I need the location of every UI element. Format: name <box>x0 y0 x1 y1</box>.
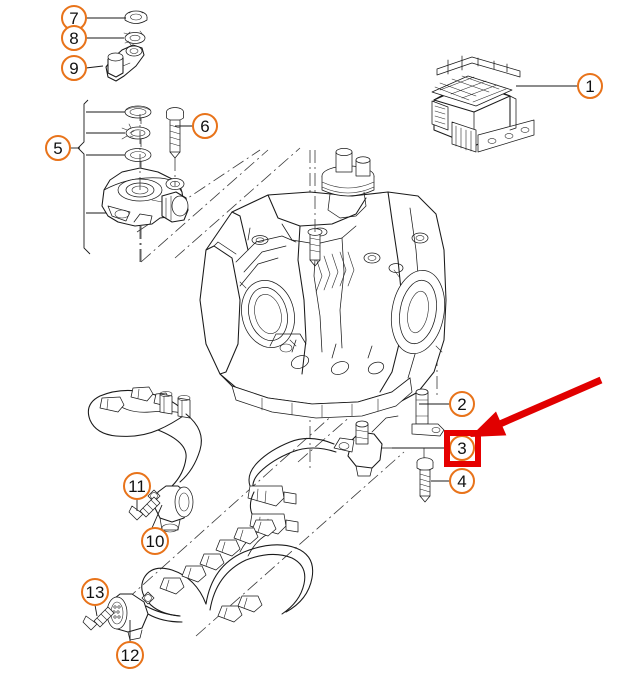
multifunction-switch-assembly <box>77 99 189 262</box>
selector-lever-part <box>105 44 145 82</box>
callout-1[interactable]: 1 <box>577 73 603 99</box>
lock-washer-part <box>123 30 146 46</box>
sensor-fixing-bolt <box>128 496 161 521</box>
leader-line-13 <box>94 604 98 617</box>
callout-circle-8 <box>61 25 87 51</box>
callout-number-2: 2 <box>457 395 466 414</box>
callout-circle-2 <box>449 391 475 417</box>
callout-number-7: 7 <box>69 9 78 28</box>
callout-number-1: 1 <box>585 77 594 96</box>
callout-circle-5 <box>45 135 71 161</box>
callout-8[interactable]: 8 <box>61 25 87 51</box>
callout-circle-1 <box>577 73 603 99</box>
callout-3[interactable]: 3 <box>449 435 475 461</box>
callout-10[interactable]: 10 <box>141 527 169 555</box>
callout-number-6: 6 <box>200 117 209 136</box>
multipin-connector <box>105 591 155 641</box>
callout-9[interactable]: 9 <box>61 55 87 81</box>
callout-11[interactable]: 11 <box>123 472 151 500</box>
upper-wiring-harness <box>87 386 202 487</box>
callout-number-13: 13 <box>86 583 105 602</box>
highlight-box <box>444 430 481 467</box>
callout-circle-9 <box>61 55 87 81</box>
callout-number-5: 5 <box>53 139 62 158</box>
callout-circle-11 <box>123 472 151 500</box>
callout-6[interactable]: 6 <box>192 113 218 139</box>
sensor-retaining-bolt <box>416 457 450 503</box>
callout-circle-10 <box>141 527 169 555</box>
callout-leader-lines <box>70 17 578 642</box>
callout-circle-13 <box>81 578 109 606</box>
selector-shaft-pin <box>411 388 450 437</box>
speed-sensor-part <box>247 415 401 535</box>
connector-fixing-bolt <box>82 606 115 631</box>
callout-number-11: 11 <box>128 477 146 496</box>
switch-mounting-bolt <box>166 107 184 186</box>
callout-number-4: 4 <box>457 472 466 491</box>
callout-5[interactable]: 5 <box>45 135 71 161</box>
callout-circle-6 <box>192 113 218 139</box>
automatic-gearbox-casing <box>199 148 447 419</box>
callout-number-3: 3 <box>457 439 466 458</box>
callout-13[interactable]: 13 <box>81 578 109 606</box>
callout-2[interactable]: 2 <box>449 391 475 417</box>
callout-number-12: 12 <box>121 646 140 665</box>
solenoid-valve-sensor <box>147 485 194 533</box>
leader-line-10 <box>151 504 163 529</box>
lower-wiring-harness <box>141 519 314 623</box>
callout-number-9: 9 <box>69 59 78 78</box>
hex-nut-part <box>124 10 148 24</box>
transmission-control-module <box>431 55 535 153</box>
callout-number-8: 8 <box>69 29 78 48</box>
leader-line-9 <box>85 65 104 69</box>
callout-4[interactable]: 4 <box>449 468 475 494</box>
callout-number-10: 10 <box>146 532 165 551</box>
callout-circle-4 <box>449 468 475 494</box>
red-annotation-arrow <box>470 376 603 437</box>
callout-circle-12 <box>116 641 144 669</box>
callout-12[interactable]: 12 <box>116 641 144 669</box>
